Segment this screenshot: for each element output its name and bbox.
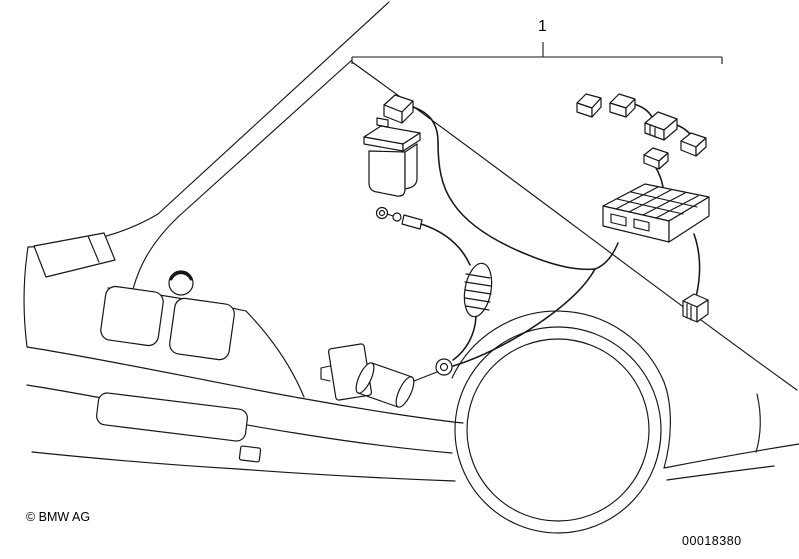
bmw-roundel <box>168 270 194 296</box>
tow-hook-cover <box>238 445 262 463</box>
car-body-outline <box>23 1 799 534</box>
bowden-cable <box>375 206 493 361</box>
plug-3 <box>644 111 678 141</box>
front-bumper <box>26 346 464 482</box>
wheel-arch <box>451 310 665 383</box>
plug-5 <box>643 147 669 170</box>
callout-bracket <box>351 42 723 64</box>
cable-bellows <box>463 262 493 318</box>
copyright-text: © BMW AG <box>26 510 91 524</box>
harness-connectors <box>576 93 707 170</box>
document-number: 00018380 <box>682 534 742 548</box>
relay-connector <box>383 94 414 124</box>
relay <box>363 117 421 197</box>
part-callout-label: 1 <box>538 18 547 35</box>
actuator <box>320 343 453 408</box>
headlight <box>33 232 116 278</box>
air-intake <box>96 392 248 442</box>
plug-1 <box>576 93 602 118</box>
plug-2 <box>609 93 636 118</box>
front-wheel <box>454 326 662 534</box>
control-unit <box>602 183 710 243</box>
lower-connector <box>682 293 709 323</box>
plug-4 <box>680 132 707 157</box>
cable-drum <box>435 358 453 376</box>
kidney-grille-right <box>169 297 235 361</box>
kidney-grille-left <box>100 285 164 347</box>
